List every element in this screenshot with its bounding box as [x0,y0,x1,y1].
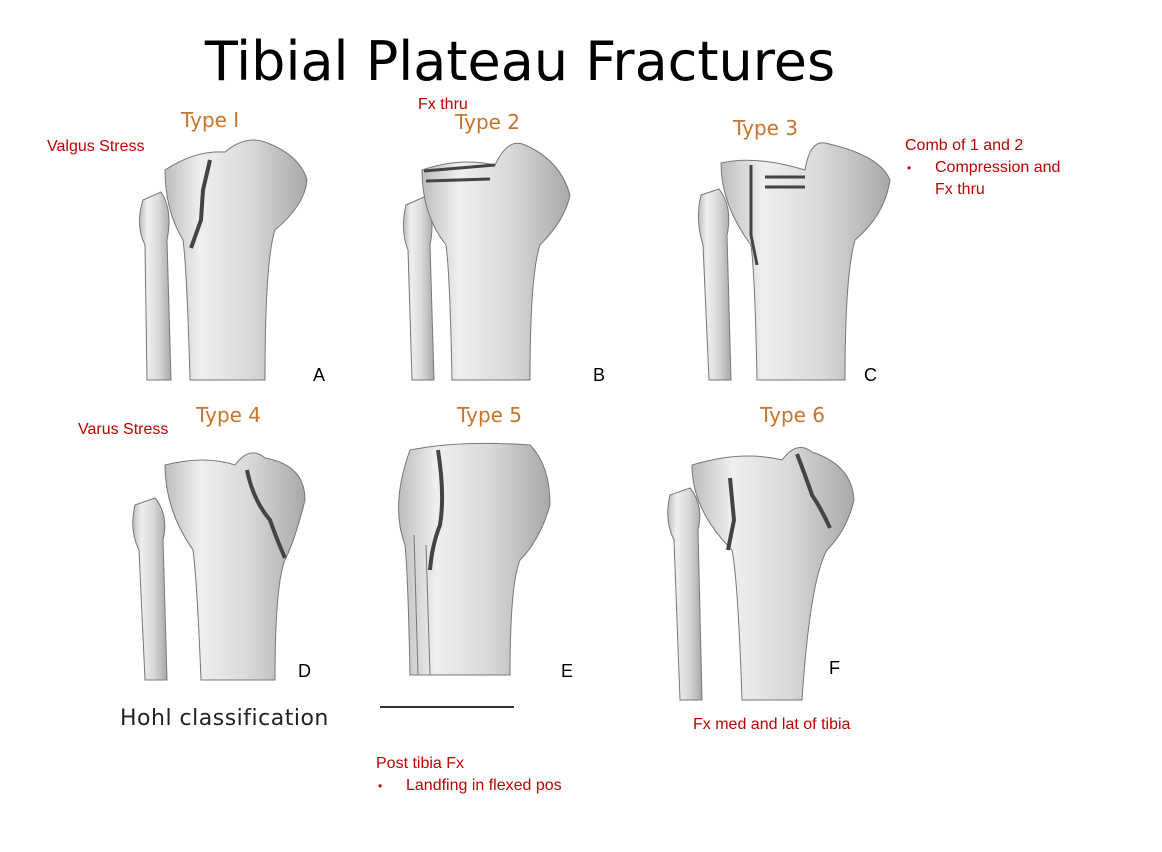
tibia-illustration-c [697,142,891,381]
type-5-label: Type 5 [457,403,523,427]
scale-bar [380,706,514,708]
hohl-classification-caption: Hohl classification [120,706,329,731]
tibia-illustration-f [667,447,855,701]
post-tibia-list: Landfing in flexed pos [376,775,636,797]
post-tibia-item: Landfing in flexed pos [376,775,636,797]
tibia-illustration-a [139,139,308,381]
post-tibia-heading: Post tibia Fx [376,755,465,772]
comb-note-list: Compression and Fx thru [905,157,1075,201]
type-1-label: Type I [181,108,240,132]
type-3-label: Type 3 [733,116,799,140]
type-2-label: Type 2 [455,110,521,134]
varus-stress-note: Varus Stress [78,421,169,438]
comb-note: Comb of 1 and 2 Compression and Fx thru [905,135,1075,201]
comb-note-heading: Comb of 1 and 2 [905,137,1024,154]
tibia-illustration-e [398,442,551,676]
panel-letter-f: F [829,658,840,678]
post-tibia-note: Post tibia Fx Landfing in flexed pos [376,753,636,797]
panel-letter-e: E [561,661,574,681]
tibia-illustration-b [402,142,571,381]
panel-letter-b: B [593,365,606,385]
type-6-label: Type 6 [760,403,826,427]
fx-thru-note: Fx thru [418,96,468,113]
panel-letter-a: A [313,365,326,385]
panel-letter-d: D [298,661,311,681]
comb-note-item: Compression and Fx thru [905,157,1075,201]
valgus-stress-note: Valgus Stress [47,138,145,155]
panel-letter-c: C [864,365,877,385]
slide-title: Tibial Plateau Fractures [204,30,836,93]
type-4-label: Type 4 [196,403,262,427]
tibia-illustration-d [132,452,306,681]
fx-med-lat-note: Fx med and lat of tibia [693,716,851,733]
